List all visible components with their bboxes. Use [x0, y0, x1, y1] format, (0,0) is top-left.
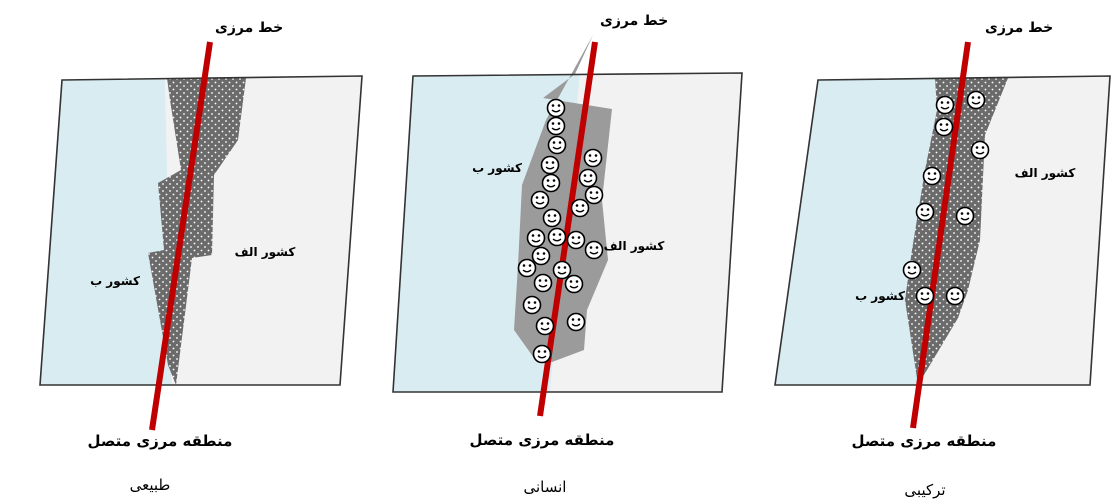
- person-face-icon: [522, 295, 542, 315]
- person-face-icon: [566, 312, 586, 332]
- person-face-icon: [955, 206, 975, 226]
- person-face-icon: [566, 230, 586, 250]
- border-line-label: خط مرزی: [985, 20, 1053, 36]
- country-b-area: [775, 78, 940, 385]
- country-b-label: کشور ب: [90, 274, 140, 289]
- panel-frame: [39, 75, 363, 386]
- person-face-icon: [584, 240, 604, 260]
- country-a-label: کشور الف: [235, 245, 296, 260]
- panel-human: خط مرزی کشور الف کشور ب منطقه مرزی متصل …: [392, 13, 743, 496]
- person-face-icon: [541, 173, 561, 193]
- person-face-icon: [945, 286, 965, 306]
- person-face-icon: [934, 117, 954, 137]
- country-a-label: کشور الف: [1015, 166, 1076, 181]
- type-label: طبیعی: [130, 476, 171, 494]
- person-face-icon: [902, 260, 922, 280]
- person-face-icon: [552, 260, 572, 280]
- person-face-icon: [526, 228, 546, 248]
- panel-frame: [392, 72, 743, 393]
- type-label: ترکیبی: [904, 481, 945, 499]
- person-face-icon: [532, 344, 552, 364]
- country-b-area: [40, 78, 172, 385]
- border-line-label: خط مرزی: [600, 13, 668, 29]
- panel-natural: خط مرزی کشور الف کشور ب منطقه مرزی متصل …: [39, 20, 363, 494]
- country-a-label: کشور الف: [604, 239, 665, 254]
- person-face-icon: [583, 148, 603, 168]
- person-face-icon: [564, 274, 584, 294]
- person-face-icon: [540, 155, 560, 175]
- person-face-icon: [584, 185, 604, 205]
- zone-label: منطقه مرزی متصل: [88, 432, 233, 450]
- person-face-icon: [531, 246, 551, 266]
- zone-label: منطقه مرزی متصل: [470, 431, 615, 449]
- person-face-icon: [546, 116, 566, 136]
- person-face-icon: [535, 316, 555, 336]
- person-face-icon: [915, 286, 935, 306]
- person-face-icon: [966, 90, 986, 110]
- person-face-icon: [935, 95, 955, 115]
- person-face-icon: [970, 140, 990, 160]
- person-face-icon: [533, 273, 553, 293]
- type-label: انسانی: [524, 478, 567, 496]
- person-face-icon: [915, 202, 935, 222]
- person-face-icon: [578, 168, 598, 188]
- panel-combined: خط مرزی کشور الف کشور ب منطقه مرزی متصل …: [774, 20, 1111, 499]
- border-line: [149, 41, 213, 431]
- person-face-icon: [547, 227, 567, 247]
- border-line-label: خط مرزی: [215, 20, 283, 36]
- zone-label: منطقه مرزی متصل: [852, 432, 997, 450]
- country-b-label: کشور ب: [855, 289, 905, 304]
- person-face-icon: [542, 208, 562, 228]
- person-face-icon: [517, 258, 537, 278]
- person-face-icon: [570, 198, 590, 218]
- border-line: [910, 41, 971, 429]
- panel-frame: [774, 75, 1111, 386]
- country-b-label: کشور ب: [472, 161, 522, 176]
- person-face-icon: [922, 166, 942, 186]
- person-face-icon: [546, 98, 566, 118]
- person-face-icon: [547, 135, 567, 155]
- person-face-icon: [530, 190, 550, 210]
